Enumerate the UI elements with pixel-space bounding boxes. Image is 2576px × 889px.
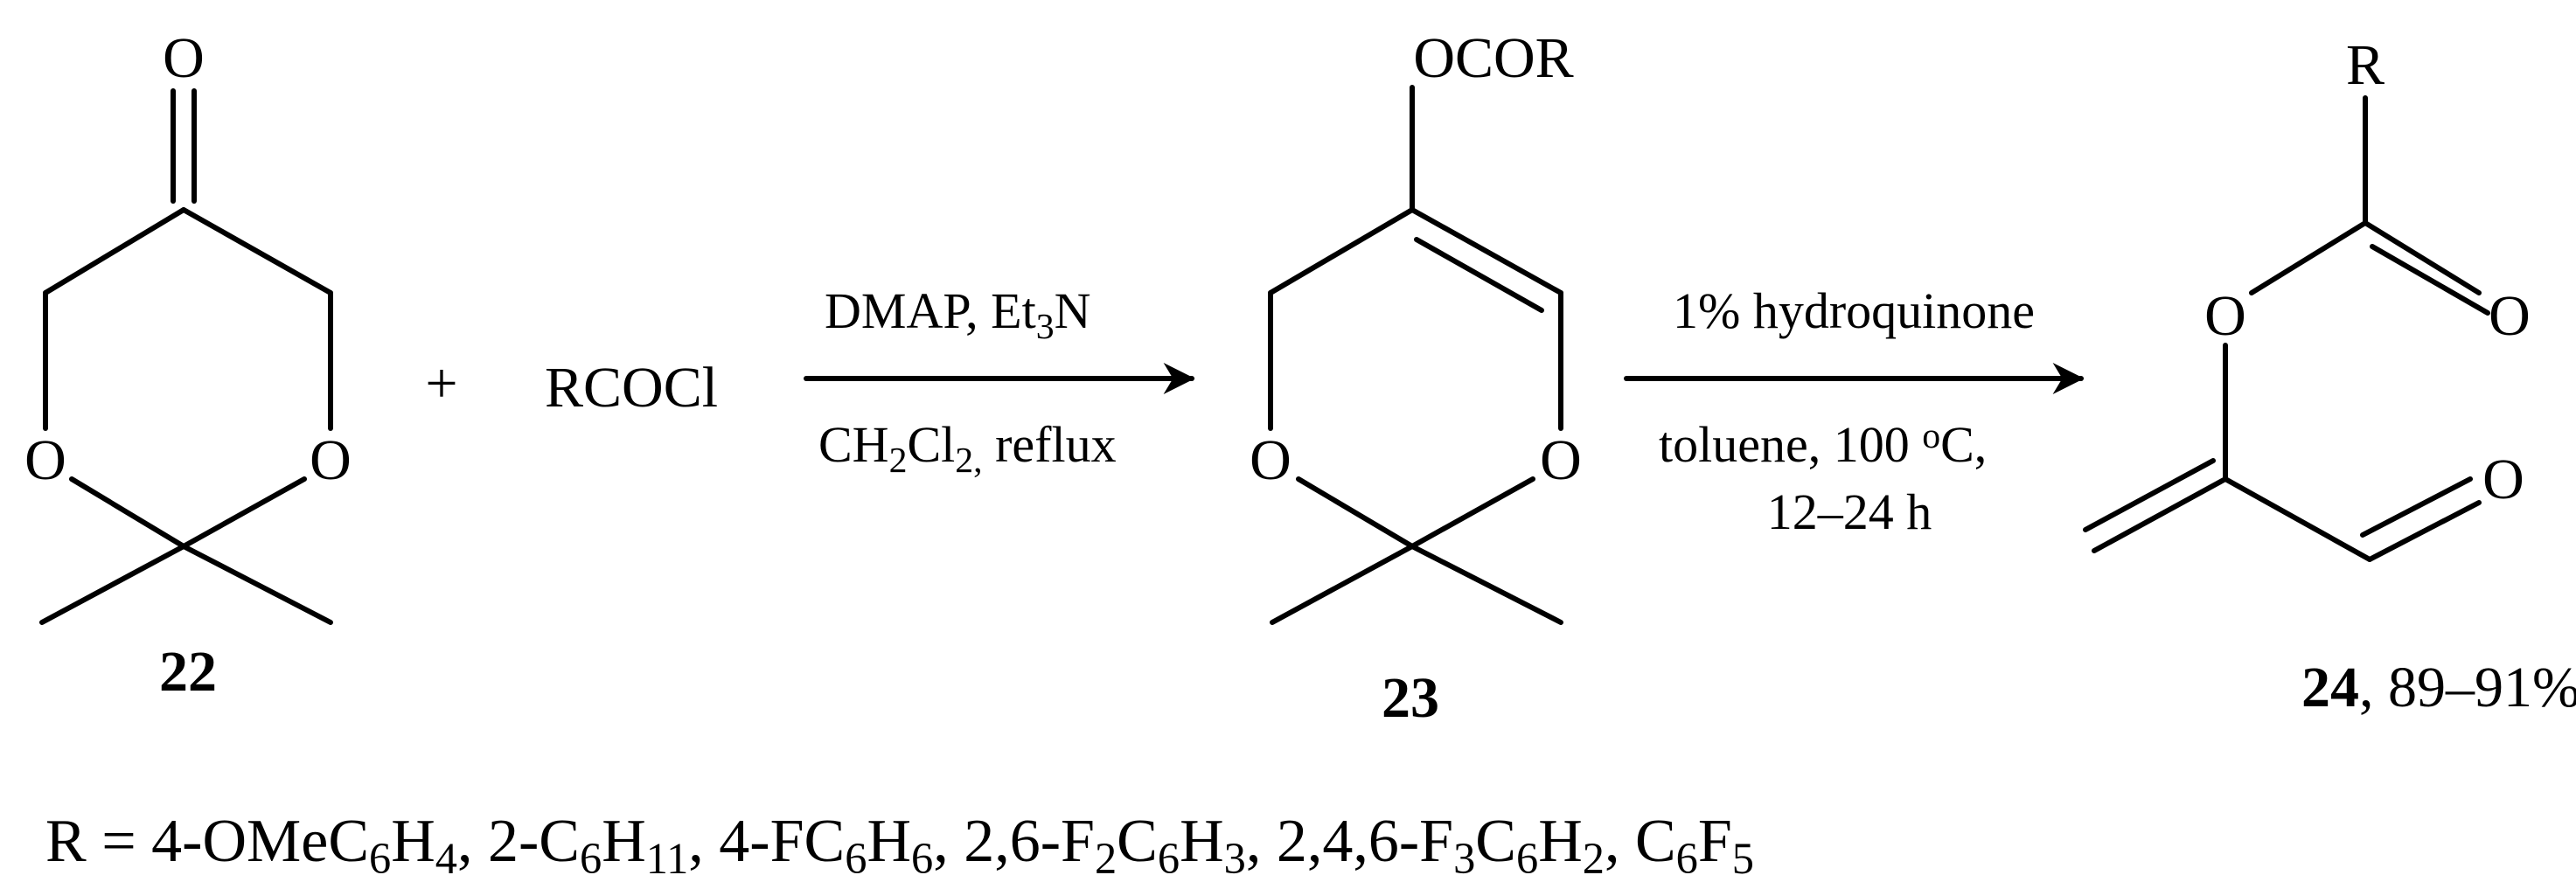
text-segment: , 2-C (457, 808, 580, 875)
text-segment: H (1180, 808, 1224, 875)
text-segment: C, (1940, 416, 1987, 473)
text-segment: C (1117, 808, 1158, 875)
subscript-text: 2, (955, 441, 982, 481)
subscript-text: 4 (435, 834, 457, 883)
text-segment: N (1055, 282, 1091, 339)
compound-22: O O O 22 (24, 26, 352, 704)
compound-24: R O O O 24, 89–91% (2083, 33, 2576, 719)
bond (1270, 544, 1415, 625)
text-segment: DMAP, Et (825, 282, 1036, 339)
text-segment: H (391, 808, 435, 875)
plus-sign: + (425, 351, 457, 415)
condition-above-1: DMAP, Et3N (825, 282, 1090, 347)
atom-o: O (2489, 284, 2531, 348)
subscript-text: 3 (1036, 307, 1055, 347)
reagent-text: RCOCl (545, 356, 718, 420)
r-group-definition: R = 4-OMeC6H4, 2-C6H11, 4-FC6H6, 2,6-F2C… (45, 808, 1754, 883)
bond (2367, 500, 2482, 562)
text-segment: F (1698, 808, 1732, 875)
compound-label: 24 (2301, 656, 2359, 719)
bond (2083, 458, 2216, 532)
atom-o: O (2482, 448, 2524, 511)
subscript-text: 3 (1224, 834, 1246, 883)
bond (1410, 207, 1563, 295)
text-segment: H (602, 808, 646, 875)
text-segment: reflux (983, 416, 1117, 473)
condition-below-2a: toluene, 100 oC, (1659, 416, 1987, 473)
text-segment: , 2,6-F (933, 808, 1095, 875)
atom-o: O (24, 428, 66, 492)
compound-label: 22 (159, 640, 217, 704)
subscript-text: 2 (1583, 834, 1605, 883)
bond (1414, 237, 1544, 313)
bond (2360, 476, 2473, 538)
subscript-text: 6 (580, 834, 602, 883)
compound-label: 23 (1382, 666, 1439, 730)
subscript-text: 6 (1158, 834, 1180, 883)
subscript-text: 6 (911, 834, 933, 883)
ester-group-text: OCOR (1413, 26, 1573, 90)
subscript-text: 6 (845, 834, 867, 883)
yield-text: , 89–91% (2359, 656, 2576, 719)
compound-label-yield: 24, 89–91% (2301, 656, 2576, 719)
subscript-text: 3 (1453, 834, 1475, 883)
subscript-text: 2 (1095, 834, 1117, 883)
bond (2370, 244, 2490, 316)
atom-o: O (163, 26, 205, 90)
subscript-text: 2 (889, 441, 908, 481)
reaction-arrow-2: 1% hydroquinone toluene, 100 oC, 12–24 h (1624, 282, 2085, 540)
bond (181, 207, 333, 295)
bond (2223, 476, 2372, 562)
atom-o: O (1540, 428, 1582, 492)
bond (2249, 220, 2368, 295)
r-group-text: R (2346, 33, 2385, 97)
subscript-text: 6 (1516, 834, 1538, 883)
bond (1296, 476, 1415, 549)
bond (181, 544, 333, 625)
subscript-text: 5 (1732, 834, 1754, 883)
subscript-text: 6 (369, 834, 391, 883)
bond (43, 207, 186, 295)
text-segment: CH (818, 416, 889, 473)
atom-o: O (310, 428, 352, 492)
subscript-text: 6 (1676, 834, 1698, 883)
text-segment: , 2,4,6-F (1246, 808, 1453, 875)
condition-below-2b: 12–24 h (1767, 483, 1932, 540)
text-segment: , C (1605, 808, 1676, 875)
bond (181, 476, 307, 549)
bond (1268, 207, 1415, 295)
atom-o: O (2204, 284, 2246, 348)
condition-below-1: CH2Cl2, reflux (818, 416, 1117, 481)
text-segment: C (1475, 808, 1516, 875)
reaction-arrow-1: DMAP, Et3N CH2Cl2, reflux (804, 282, 1195, 481)
bond (39, 544, 186, 625)
text-segment: toluene, 100 (1659, 416, 1922, 473)
superscript-text: o (1922, 416, 1940, 456)
subscript-text: 11 (646, 834, 689, 883)
bond (1410, 544, 1563, 625)
bond (2363, 220, 2482, 295)
text-segment: , 4-FC (688, 808, 845, 875)
atom-o: O (1250, 428, 1291, 492)
text-segment: R = 4-OMeC (45, 808, 369, 875)
bond (1410, 476, 1535, 549)
bond (2092, 476, 2228, 553)
bond (69, 476, 186, 549)
text-segment: H (867, 808, 911, 875)
condition-above-2: 1% hydroquinone (1673, 282, 2035, 339)
compound-23: OCOR O O 23 (1250, 26, 1582, 730)
text-segment: Cl (907, 416, 955, 473)
text-segment: H (1538, 808, 1583, 875)
